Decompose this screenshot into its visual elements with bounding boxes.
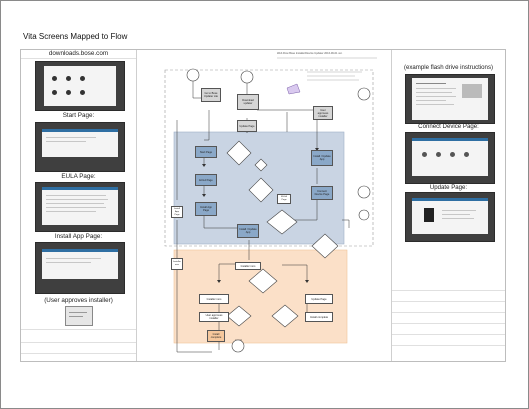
label-downloads: downloads.bose.com	[48, 50, 109, 57]
speaker-icon	[80, 76, 85, 81]
downloads-screenshot	[35, 61, 125, 111]
flash-drive-screenshot	[405, 74, 495, 124]
speaker-icon	[80, 90, 85, 95]
label-start-page: Start Page:	[62, 112, 95, 119]
flow-node: Start Page	[195, 146, 217, 158]
flowchart-area: Web Flow Bose Installer/Device Updater 2…	[137, 50, 391, 361]
flow-node: Update Page	[305, 294, 333, 304]
flow-node: Installer runs	[199, 294, 229, 304]
flow-node: Install / Update App	[311, 150, 333, 166]
flow-node: Install App Page	[195, 202, 217, 216]
label-connect-device: Connect Device Page:	[418, 123, 479, 130]
row-line	[392, 301, 505, 302]
device-image	[462, 84, 482, 98]
flow-node: Install complete	[305, 312, 333, 322]
column-divider	[391, 50, 392, 361]
row-line	[392, 334, 505, 335]
headphone-icon	[52, 76, 57, 81]
flow-node: Download updater	[237, 94, 259, 110]
flow-node: EULA Page	[195, 174, 217, 186]
flow-node: User approves installer	[313, 106, 333, 120]
left-screens-column: downloads.bose.com Start Page: EULA Page…	[21, 50, 136, 361]
flow-header: Web Flow Bose Installer/Device Updater 2…	[277, 52, 343, 55]
flow-node: Update Page	[237, 120, 257, 132]
row-line	[21, 342, 136, 343]
device-image	[424, 208, 434, 222]
speaker-icon	[450, 152, 455, 157]
earbud-icon	[52, 90, 57, 95]
flow-node: Installer runs	[235, 262, 261, 270]
installer-dialog-screenshot	[65, 306, 93, 326]
headphone-icon	[66, 90, 71, 95]
label-user-approves: (User approves installer)	[44, 297, 113, 304]
speaker-icon	[422, 152, 427, 157]
connect-device-screenshot	[405, 132, 495, 184]
row-line	[21, 329, 136, 330]
label-flash-drive: (example flash drive instructions)	[403, 64, 494, 71]
flow-node: Install complete	[207, 330, 225, 342]
update-page-screenshot	[405, 192, 495, 242]
right-screens-column: (example flash drive instructions) Conne…	[392, 50, 505, 361]
eula-page-screenshot	[35, 182, 125, 232]
headphone-icon	[66, 76, 71, 81]
label-eula-page: EULA Page:	[61, 173, 96, 180]
flow-node: EULA Page	[277, 194, 291, 204]
row-line	[392, 312, 505, 313]
sheet-table: downloads.bose.com Start Page: EULA Page…	[20, 49, 506, 362]
label-install-app-page: Install App Page:	[54, 233, 103, 240]
install-app-page-screenshot	[35, 242, 125, 294]
page-title: Vita Screens Mapped to Flow	[23, 32, 128, 41]
flow-node: Go to Bose Updater site	[201, 88, 221, 102]
row-line	[21, 353, 136, 354]
flow-node: Installer runs	[171, 258, 183, 270]
row-line	[21, 58, 136, 59]
speaker-icon	[436, 152, 441, 157]
start-page-screenshot	[35, 122, 125, 172]
column-divider	[136, 50, 137, 361]
flow-node: Connect Device Page	[311, 186, 333, 200]
flow-node: Install / Update App	[237, 224, 259, 238]
row-line	[392, 290, 505, 291]
flow-node: User approves installer	[199, 312, 229, 322]
row-line	[392, 345, 505, 346]
speaker-icon	[464, 152, 469, 157]
row-line	[392, 323, 505, 324]
label-update-page: Update Page:	[429, 184, 468, 191]
flow-node: Install App Page	[171, 206, 183, 218]
